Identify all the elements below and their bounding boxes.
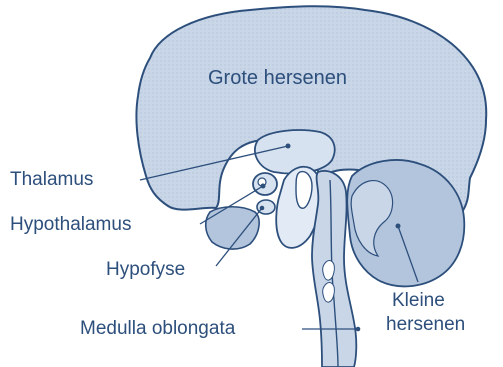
cerebrum-label: Grote hersenen <box>208 68 347 88</box>
thalamus-label: Thalamus <box>10 170 93 190</box>
cerebellum-label-line1: Kleine <box>392 291 445 311</box>
cerebellum-label-line2: hersenen <box>386 315 465 335</box>
pituitary-label: Hypofyse <box>106 260 185 280</box>
hypothalamus-label: Hypothalamus <box>10 215 131 235</box>
medulla-label: Medulla oblongata <box>80 319 235 339</box>
frontal-lobe-lower <box>206 207 259 249</box>
thalamus-shape <box>255 130 335 173</box>
